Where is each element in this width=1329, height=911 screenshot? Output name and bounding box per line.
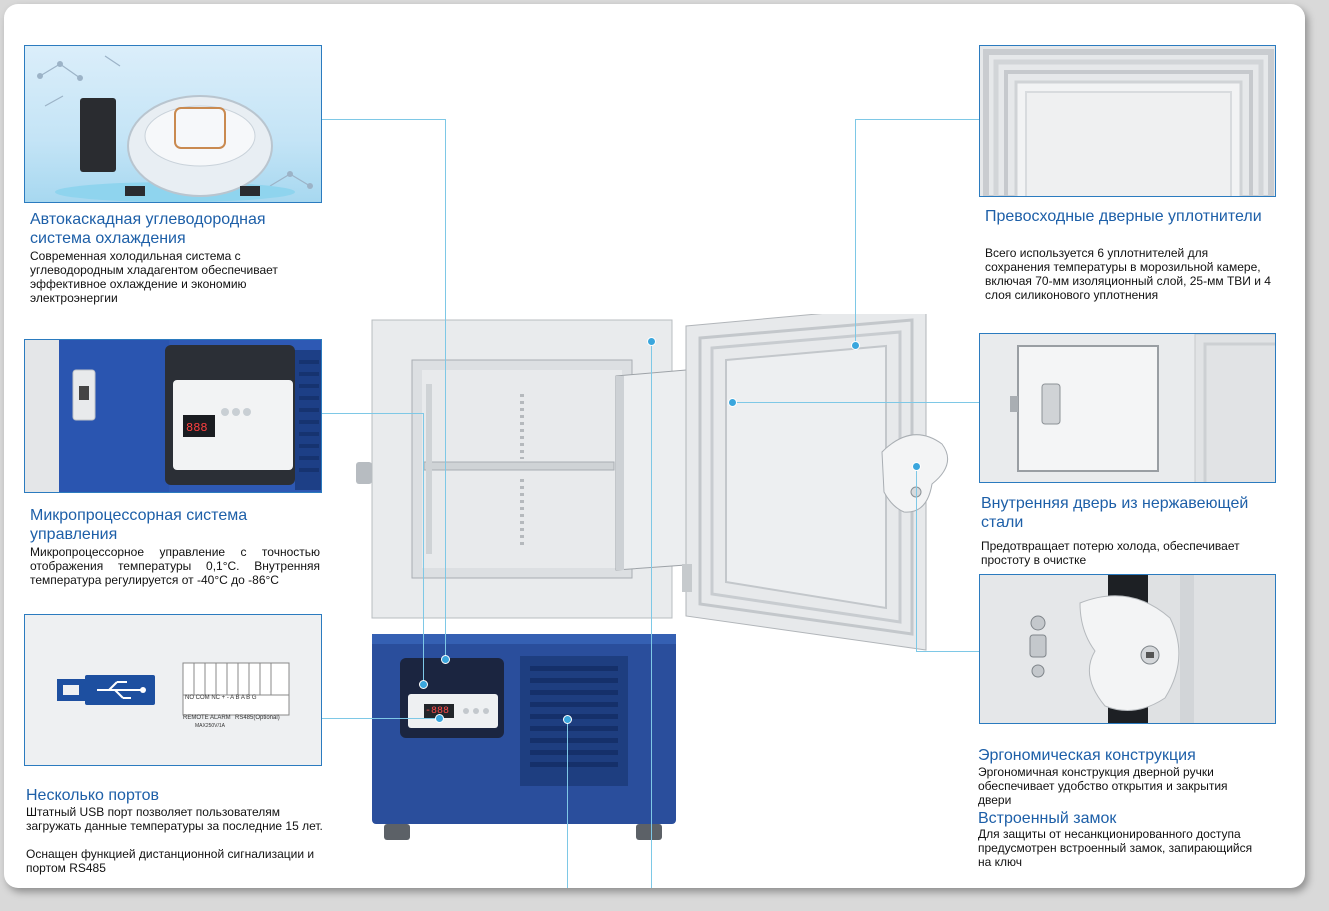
ports-description-usb: Штатный USB порт позволяет пользователям…: [26, 805, 323, 833]
callout-control: [322, 413, 424, 414]
callout-bottom-2: [651, 342, 652, 888]
callout-handle: [916, 466, 917, 652]
callout-seals: [855, 119, 980, 120]
ports-description-alarm: Оснащен функцией дистанционной сигнализа…: [26, 847, 315, 875]
callout-bottom-1-dot: [563, 715, 572, 724]
control-description: Микропроцессорное управление с точностью…: [30, 545, 320, 587]
inner-door-title: Внутренняя дверь из нержавеющей стали: [981, 495, 1249, 531]
feature-infographic: Автокаскадная углеводородная система охл…: [4, 4, 1305, 888]
cooling-title: Автокаскадная углеводородная система охл…: [30, 211, 266, 247]
remote-alarm-label: REMOTE ALARM: [183, 715, 231, 721]
callout-ports-dot: [435, 714, 444, 723]
lock-photo: [979, 574, 1276, 724]
rating-label: MAX250V/1A: [195, 723, 226, 729]
callout-cooling-dot: [441, 655, 450, 664]
freezer-illustration: [356, 314, 949, 840]
inner-door-photo: [979, 333, 1276, 483]
callout-seals-dot: [851, 341, 860, 350]
door-seals-photo: [979, 45, 1276, 197]
callout-inner-door: [732, 402, 980, 403]
ergonomic-description: Эргономичная конструкция дверной ручки о…: [978, 765, 1228, 807]
ergonomic-title: Эргономическая конструкция: [978, 747, 1196, 764]
svg-text:888: 888: [186, 421, 208, 435]
inner-door-image: [980, 334, 1275, 482]
callout-bottom-1: [567, 720, 568, 888]
rs485-label: RS485(Optional): [235, 715, 280, 721]
terminal-labels: NO COM NC + - A B A B G: [185, 695, 257, 701]
ports-photo: NO COM NC + - A B A B G REMOTE ALARM RS4…: [24, 614, 322, 766]
inner-door-description: Предотвращает потерю холода, обеспечивае…: [981, 539, 1240, 567]
callout-handle-dot: [912, 462, 921, 471]
control-panel-photo: 888: [24, 339, 322, 493]
lock-image: [980, 575, 1275, 723]
lock-title: Встроенный замок: [978, 810, 1117, 827]
lock-description: Для защиты от несанкционированного досту…: [978, 827, 1253, 869]
callout-inner-door-dot: [728, 398, 737, 407]
cooling-description: Современная холодильная система с углево…: [30, 249, 278, 305]
callout-ports: [322, 718, 438, 719]
callout-cooling: [322, 119, 446, 120]
control-panel-image: 888: [25, 340, 321, 492]
compressor-image: [37, 55, 313, 202]
control-title: Микропроцессорная система управления: [30, 507, 248, 543]
seals-title: Превосходные дверные уплотнители: [985, 208, 1262, 225]
ports-title: Несколько портов: [26, 787, 160, 804]
door-seals-image: [980, 46, 1275, 196]
ports-image: [57, 662, 290, 716]
callout-control-dot: [419, 680, 428, 689]
callout-bottom-2-dot: [647, 337, 656, 346]
compressor-photo: [24, 45, 322, 203]
display-readout: -888: [425, 706, 450, 717]
seals-description: Всего используется 6 уплотнителей для со…: [985, 246, 1271, 302]
